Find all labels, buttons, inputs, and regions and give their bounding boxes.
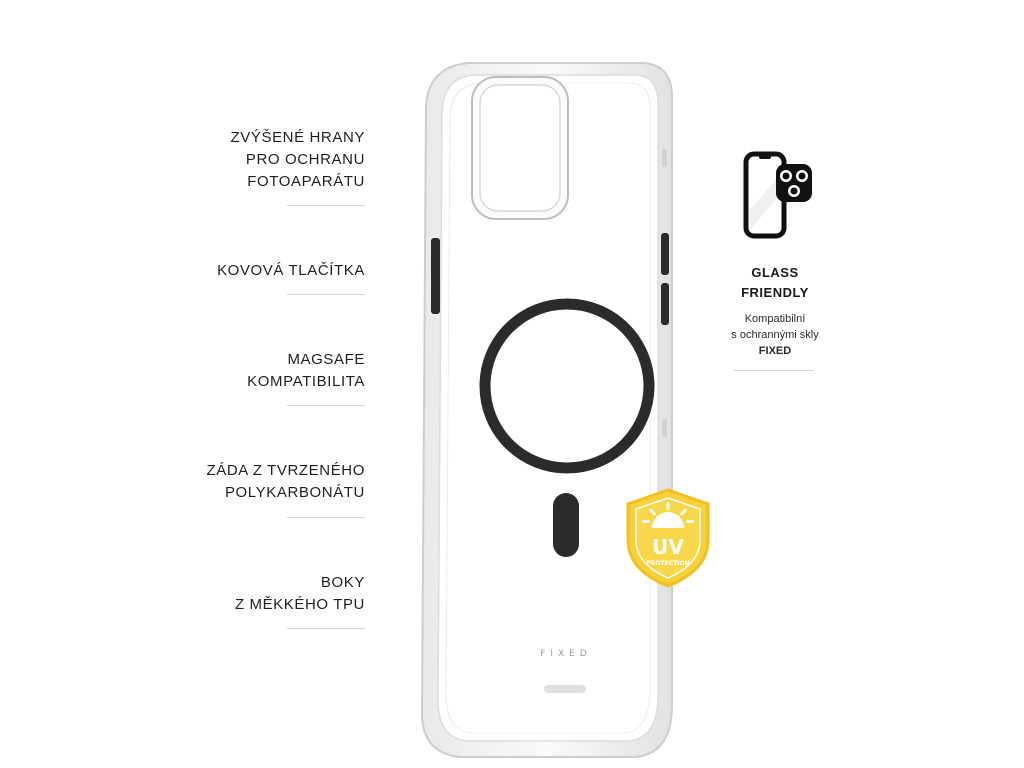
feature-magsafe: MAGSAFE KOMPATIBILITA — [180, 349, 365, 393]
glass-friendly-title-1: GLASS — [751, 265, 799, 280]
feature-hardened-back: ZÁDA Z TVRZENÉHO POLYKARBONÁTU — [180, 460, 365, 504]
phone-case-image: FIXED — [420, 62, 673, 758]
feature-line: PRO OCHRANU — [245, 151, 365, 168]
case-inner-rim — [445, 82, 651, 734]
case-brand-mark: FIXED — [540, 649, 592, 659]
divider — [287, 628, 365, 629]
sun-icon — [642, 502, 694, 528]
feature-line: KOMPATIBILITA — [247, 373, 365, 390]
case-button-left — [431, 238, 440, 314]
feature-soft-sides: BOKY Z MĚKKÉHO TPU — [180, 572, 365, 616]
feature-line: ZÁDA Z TVRZENÉHO — [206, 462, 365, 479]
glass-friendly-subtitle-1: Kompatibilní — [744, 313, 806, 325]
case-bottom-port — [544, 685, 586, 693]
feature-line: FOTOAPARÁTU — [247, 173, 365, 190]
feature-line: POLYKARBONÁTU — [224, 484, 365, 501]
magsafe-alignment-pill — [553, 493, 579, 557]
uv-label: UV — [652, 535, 684, 559]
glass-friendly-subtitle-3: FIXED — [758, 345, 792, 357]
case-side-notch — [662, 419, 667, 437]
case-button-right-bottom — [661, 283, 669, 325]
divider — [287, 405, 365, 406]
glass-friendly-title-2: FRIENDLY — [741, 285, 809, 300]
case-side-notch — [662, 149, 667, 167]
case-back-plate — [437, 74, 659, 742]
divider — [287, 205, 365, 206]
uv-sublabel: PROTECTION — [646, 560, 689, 567]
glass-friendly-subtitle-2: s ochrannými skly — [731, 329, 819, 341]
case-button-right-top — [661, 233, 669, 275]
divider — [287, 294, 365, 295]
feature-line: MAGSAFE — [287, 351, 365, 368]
phone-with-camera-glass-icon — [743, 151, 812, 239]
feature-line: BOKY — [320, 574, 365, 591]
feature-line: Z MĚKKÉHO TPU — [234, 596, 365, 613]
uv-protection-badge: UV PROTECTION — [626, 488, 710, 588]
feature-line: ZVÝŠENÉ HRANY — [230, 129, 365, 146]
divider — [287, 517, 365, 518]
camera-cutout-inner — [479, 84, 561, 212]
feature-metal-buttons: KOVOVÁ TLAČÍTKA — [180, 260, 365, 282]
magsafe-ring — [479, 298, 655, 474]
divider — [734, 370, 814, 371]
feature-line: KOVOVÁ TLAČÍTKA — [217, 262, 365, 279]
feature-raised-edges: ZVÝŠENÉ HRANY PRO OCHRANU FOTOAPARÁTU — [180, 127, 365, 193]
